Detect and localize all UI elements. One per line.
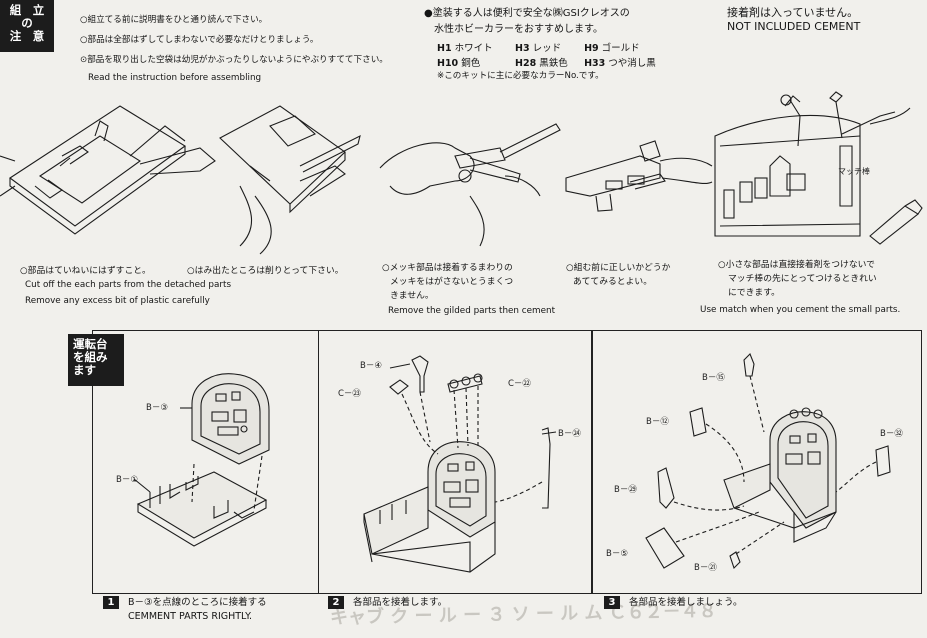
part-label-b4: B－④ (360, 361, 382, 371)
tip-test-fit-1: ○組む前に正しいかどうか (566, 263, 671, 273)
step-1-number: 1 (103, 596, 119, 609)
tip-trim-excess: ○はみ出たところは削りとって下さい。 (187, 266, 344, 276)
part-label-b29: B－㉙ (614, 485, 637, 495)
step-2-number: 2 (328, 596, 344, 609)
cut-off-parts-en: Cut off the each parts from the detached… (25, 280, 232, 290)
note-discard-bag: ⊙部品を取り出した空袋は幼児がかぶったりしないようにやぶりすてて下さい。 (80, 55, 388, 65)
paint-recommend-line2: 水性ホビーカラーをおすすめします。 (434, 24, 603, 35)
cement-not-included-jp: 接着剤は入っていません。 (727, 6, 859, 19)
remove-excess-en: Remove any excess bit of plastic careful… (25, 296, 210, 306)
tip-match-3: にできます。 (728, 288, 780, 298)
tip-match-2: マッチ棒の先にとってつけるときれい (728, 274, 877, 284)
paint-note: ※このキットに主に必要なカラーNo.です。 (437, 71, 604, 81)
note-take-parts: ○部品は全部はずしてしまわないで必要なだけとりましょう。 (80, 35, 319, 45)
assembly-notes-tag: 組 立 の 注 意 (0, 0, 54, 52)
step-1-caption: 1 B－③を点線のところに接着する (103, 594, 267, 609)
panel-3-diagram: B－⑮ B－⑫ B－㉜ B－㉙ B－⑤ B－㉑ (606, 353, 903, 573)
remove-gilded-en: Remove the gilded parts then cement (388, 306, 556, 316)
step-3-text-jp: 各部品を接着しましょう。 (629, 597, 743, 608)
illustration-test-fit (565, 140, 713, 212)
step-3-caption: 3 各部品を接着しましょう。 (604, 594, 742, 609)
color-item: H28 黒鉄色 (515, 58, 568, 69)
color-item: H9 ゴールド (584, 43, 640, 54)
part-label-b5: B－⑤ (606, 549, 628, 559)
tip-plating-1: ○メッキ部品は接着するまわりの (382, 263, 513, 273)
tip-plating-3: きません。 (390, 291, 434, 301)
cement-not-included-en: NOT INCLUDED CEMENT (727, 20, 861, 33)
step-1-text-en: CEMMENT PARTS RIGHTLY. (128, 611, 252, 622)
panel-2-diagram: B－④ C－㉓ C－㉒ B－㉔ (338, 355, 581, 573)
tip-match-1: ○小さな部品は直接接着剤をつけないで (718, 260, 875, 270)
illustration-cut-parts (0, 105, 216, 235)
step-panel-3 (592, 330, 922, 594)
part-label-b3: B－③ (146, 403, 168, 413)
part-label-b12: B－⑫ (646, 417, 669, 427)
color-item: H33 つや消し黒 (584, 58, 656, 69)
use-match-en: Use match when you cement the small part… (700, 305, 901, 315)
part-label-b21: B－㉑ (694, 563, 717, 573)
color-list: H1 ホワイト H3 レッド H9 ゴールド (437, 40, 640, 54)
part-label-b15: B－⑮ (702, 373, 725, 383)
panel-1-diagram: B－③ B－① (116, 373, 270, 547)
step-1-text-jp: B－③を点線のところに接着する (128, 597, 267, 608)
step-2-text-jp: 各部品を接着します。 (353, 597, 448, 608)
read-instruction-en: Read the instruction before assembling (88, 73, 262, 83)
step-2-caption: 2 各部品を接着します。 (328, 594, 447, 609)
illustration-file-plating (379, 123, 561, 247)
note-read-instructions: ○組立てる前に説明書をひと通り読んで下さい。 (80, 15, 268, 25)
tip-test-fit-2: あててみるとよい。 (573, 277, 652, 287)
tips-illustrations: マッチ棒 (0, 91, 923, 255)
part-label-c23: C－㉓ (338, 389, 361, 399)
part-label-b32: B－㉜ (880, 429, 903, 439)
step-panel-1 (92, 330, 320, 594)
part-label-c22: C－㉒ (508, 379, 531, 389)
illustration-use-match (714, 91, 923, 245)
color-list-2: H10 銅色 H28 黒鉄色 H33 つや消し黒 (437, 55, 656, 69)
illustration-trim-excess (219, 105, 361, 255)
paint-recommend-line1: ●塗装する人は便利で安全な㈱GSIクレオスの (424, 8, 630, 19)
tip-plating-2: メッキをはがさないとうまくつ (390, 277, 514, 287)
tip-remove-carefully: ○部品はていねいにはずすこと。 (20, 266, 151, 276)
cab-assembly-tag: 運転台 を組み ます (68, 334, 124, 386)
color-item: H10 銅色 (437, 58, 481, 69)
match-label: マッチ棒 (838, 166, 870, 176)
part-label-b1: B－① (116, 475, 138, 485)
step-3-number: 3 (604, 596, 620, 609)
color-item: H1 ホワイト (437, 43, 493, 54)
color-item: H3 レッド (515, 43, 562, 54)
part-label-b24: B－㉔ (558, 429, 581, 439)
